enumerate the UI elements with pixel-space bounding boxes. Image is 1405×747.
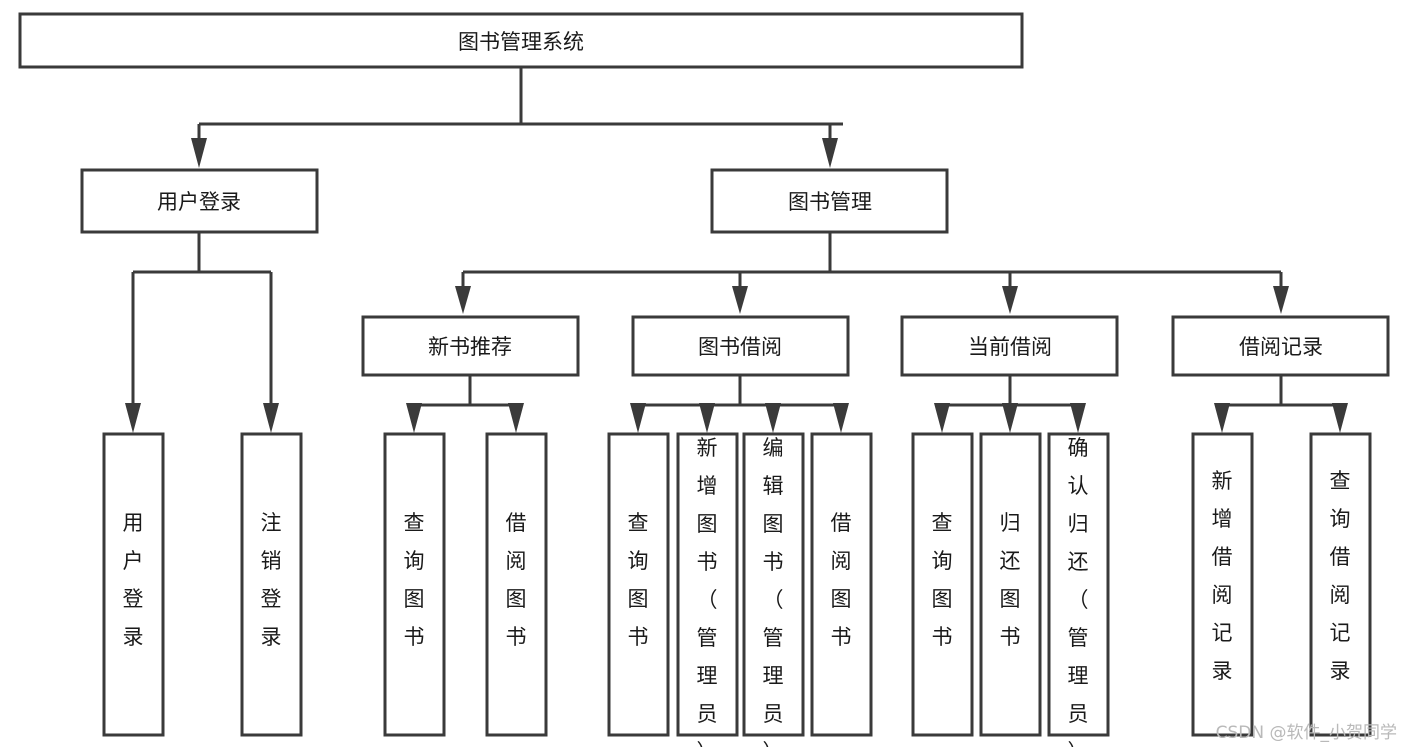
- leaf-query-record[interactable]: 查询借阅记录: [1309, 432, 1372, 737]
- node-book-borrow[interactable]: 图书借阅: [631, 315, 850, 377]
- leaf-confirm-return-label: 确认归还（管理员）: [1068, 436, 1089, 747]
- node-user-login[interactable]: 用户登录: [80, 168, 319, 234]
- arrow-head-book-manage: [822, 138, 838, 168]
- leaf-query-book-3-label: 查询图书: [932, 511, 953, 649]
- arrow-head-leaf-borrow-book-1: [508, 403, 524, 433]
- node-user-login-label: 用户登录: [157, 190, 241, 214]
- node-book-borrow-label: 图书借阅: [698, 335, 782, 359]
- leaf-borrow-book-1-box[interactable]: [485, 432, 548, 737]
- leaf-return-book[interactable]: 归还图书: [979, 432, 1042, 737]
- arrow-head-leaf-query-book-1: [406, 403, 422, 433]
- node-current-borrow-box[interactable]: [900, 315, 1119, 377]
- arrow-head-new-book-recommend: [455, 286, 471, 314]
- leaf-query-book-3[interactable]: 查询图书: [911, 432, 974, 737]
- leaf-user-login-label: 用户登录: [123, 511, 144, 649]
- node-book-manage[interactable]: 图书管理: [710, 168, 949, 234]
- node-root-box[interactable]: [18, 12, 1024, 69]
- leaf-user-login[interactable]: 用户登录: [102, 432, 165, 737]
- arrow-head-leaf-query-book-3: [934, 403, 950, 433]
- leaf-borrow-book-2-box[interactable]: [810, 432, 873, 737]
- node-current-borrow-label: 当前借阅: [968, 335, 1052, 359]
- arrow-head-leaf-confirm-return: [1070, 403, 1086, 433]
- node-borrow-record-label: 借阅记录: [1239, 335, 1323, 359]
- arrow-head-leaf-query-book-2: [630, 403, 646, 433]
- node-book-manage-label: 图书管理: [788, 190, 872, 214]
- leaf-add-record-box[interactable]: [1191, 432, 1254, 737]
- node-borrow-record-box[interactable]: [1171, 315, 1390, 377]
- arrow-head-leaf-edit-book: [765, 403, 781, 433]
- arrow-head-leaf-logout-login: [263, 403, 279, 433]
- node-new-book-recommend-label: 新书推荐: [428, 335, 512, 359]
- leaf-add-book-box[interactable]: [676, 432, 739, 737]
- connector-group: [125, 67, 1348, 433]
- leaf-query-record-label: 查询借阅记录: [1330, 469, 1351, 683]
- leaf-edit-book[interactable]: 编辑图书（管理员）: [742, 432, 805, 747]
- leaf-query-record-box[interactable]: [1309, 432, 1372, 737]
- arrow-head-leaf-query-record: [1332, 403, 1348, 433]
- leaf-query-book-2[interactable]: 查询图书: [607, 432, 670, 737]
- node-current-borrow[interactable]: 当前借阅: [900, 315, 1119, 377]
- leaf-add-record[interactable]: 新增借阅记录: [1191, 432, 1254, 737]
- leaf-query-book-1[interactable]: 查询图书: [383, 432, 446, 737]
- node-new-book-recommend[interactable]: 新书推荐: [361, 315, 580, 377]
- leaf-add-record-label: 新增借阅记录: [1212, 469, 1233, 683]
- arrow-head-borrow-record: [1273, 286, 1289, 314]
- arrow-head-current-borrow: [1002, 286, 1018, 314]
- leaf-query-book-1-box[interactable]: [383, 432, 446, 737]
- arrow-head-leaf-return-book: [1002, 403, 1018, 433]
- leaf-logout-login-box[interactable]: [240, 432, 303, 737]
- leaf-logout-login-label: 注销登录: [261, 511, 282, 649]
- node-new-book-recommend-box[interactable]: [361, 315, 580, 377]
- leaf-query-book-3-box[interactable]: [911, 432, 974, 737]
- leaf-user-login-box[interactable]: [102, 432, 165, 737]
- leaf-query-book-2-label: 查询图书: [628, 511, 649, 649]
- leaf-edit-book-box[interactable]: [742, 432, 805, 737]
- node-root-label: 图书管理系统: [458, 30, 584, 54]
- leaf-borrow-book-2[interactable]: 借阅图书: [810, 432, 873, 737]
- leaf-logout-login[interactable]: 注销登录: [240, 432, 303, 737]
- leaf-add-book-label: 新增图书（管理员）: [697, 436, 718, 747]
- leaf-query-book-1-label: 查询图书: [404, 511, 425, 649]
- node-book-borrow-box[interactable]: [631, 315, 850, 377]
- leaf-confirm-return[interactable]: 确认归还（管理员）: [1047, 432, 1110, 747]
- node-user-login-box[interactable]: [80, 168, 319, 234]
- node-book-manage-box[interactable]: [710, 168, 949, 234]
- arrow-head-book-borrow: [732, 286, 748, 314]
- leaf-edit-book-label: 编辑图书（管理员）: [763, 436, 784, 747]
- arrow-head-leaf-add-book: [699, 403, 715, 433]
- arrow-head-leaf-borrow-book-2: [833, 403, 849, 433]
- leaf-confirm-return-box[interactable]: [1047, 432, 1110, 737]
- leaf-borrow-book-2-label: 借阅图书: [831, 511, 852, 649]
- node-root[interactable]: 图书管理系统: [18, 12, 1024, 69]
- leaf-return-book-label: 归还图书: [1000, 511, 1021, 649]
- leaf-add-book[interactable]: 新增图书（管理员）: [676, 432, 739, 747]
- leaf-query-book-2-box[interactable]: [607, 432, 670, 737]
- arrow-head-user-login: [191, 138, 207, 168]
- node-borrow-record[interactable]: 借阅记录: [1171, 315, 1390, 377]
- arrow-head-leaf-add-record: [1214, 403, 1230, 433]
- leaf-borrow-book-1-label: 借阅图书: [506, 511, 527, 649]
- arrow-head-leaf-user-login: [125, 403, 141, 433]
- leaf-return-book-box[interactable]: [979, 432, 1042, 737]
- leaf-borrow-book-1[interactable]: 借阅图书: [485, 432, 548, 737]
